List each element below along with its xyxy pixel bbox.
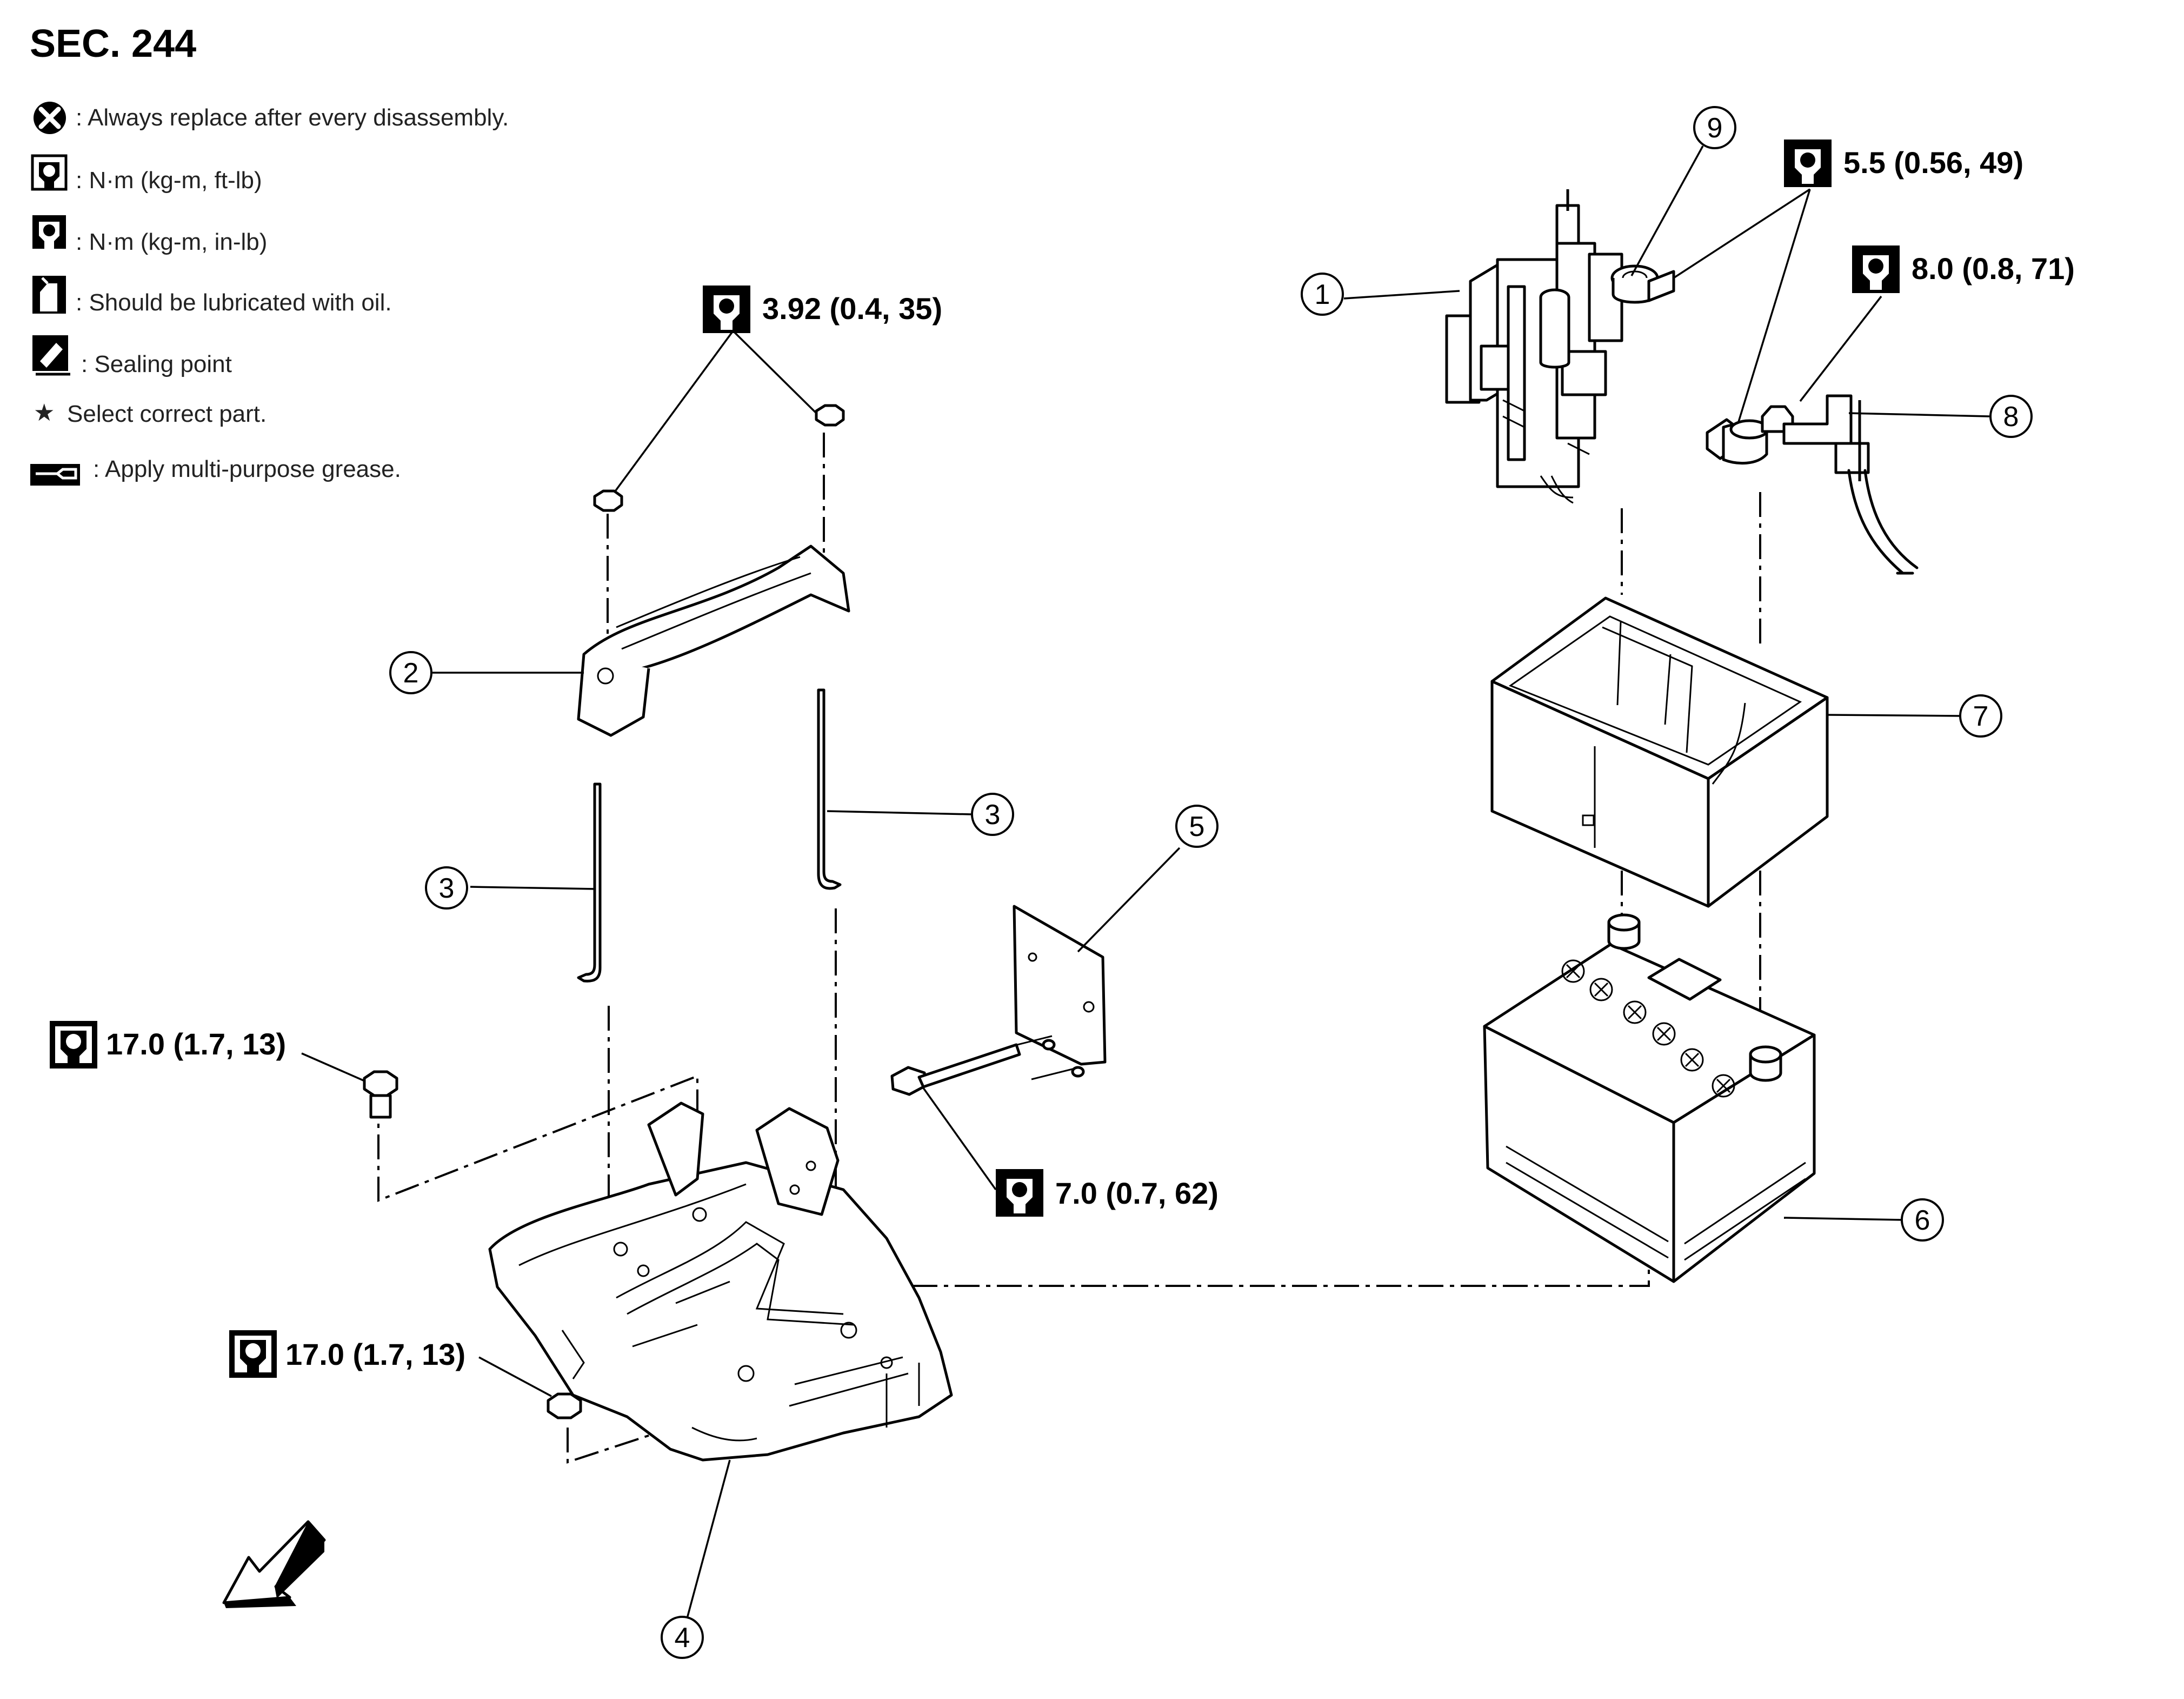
grease-icon xyxy=(30,464,80,486)
svg-text:5: 5 xyxy=(1189,811,1205,842)
battery-bracket-plate xyxy=(1008,905,1107,1080)
torque-ftlb-icon xyxy=(50,1021,97,1068)
torque-ftlb-icon xyxy=(229,1330,277,1378)
torque-label-bracket-nuts: 3.92 (0.4, 35) xyxy=(703,286,942,333)
torque-value: 17.0 (1.7, 13) xyxy=(106,1027,286,1061)
legend-text-inlb: : N·m (kg-m, in-lb) xyxy=(76,229,267,255)
callout-7: 7 xyxy=(1959,694,2002,738)
tray-nut xyxy=(547,1392,582,1419)
torque-value: 8.0 (0.8, 71) xyxy=(1912,251,2075,286)
callout-8: 8 xyxy=(1989,395,2033,438)
replace-icon xyxy=(34,102,66,134)
callouts: 1 9 8 7 6 5 3 3 xyxy=(389,106,2033,1659)
hold-down-rod-right xyxy=(817,688,842,890)
callout-3-right: 3 xyxy=(971,793,1014,836)
callout-2: 2 xyxy=(389,651,432,694)
callout-1: 1 xyxy=(1301,273,1344,316)
torque-label-bracket-bolt: 7.0 (0.7, 62) xyxy=(996,1169,1218,1217)
callout-9: 9 xyxy=(1693,106,1736,149)
torque-inlb-icon xyxy=(703,286,750,333)
callout-4: 4 xyxy=(661,1616,704,1659)
legend-text-sealing: : Sealing point xyxy=(81,351,232,377)
torque-ftlb-icon xyxy=(31,154,68,191)
callout-5: 5 xyxy=(1175,805,1218,848)
sealing-icon xyxy=(32,335,70,376)
bracket-nut-right xyxy=(815,404,845,427)
battery-cover xyxy=(1490,596,1829,908)
legend-text-oil: : Should be lubricated with oil. xyxy=(76,289,392,316)
torque-inlb-icon xyxy=(1852,245,1900,293)
svg-text:6: 6 xyxy=(1915,1205,1930,1236)
torque-value: 5.5 (0.56, 49) xyxy=(1843,145,2023,180)
tray-bolt xyxy=(363,1070,398,1119)
torque-label-negative-terminal: 8.0 (0.8, 71) xyxy=(1852,245,2075,293)
svg-text:7: 7 xyxy=(1973,701,1989,732)
svg-text:1: 1 xyxy=(1315,279,1330,310)
front-direction-arrow xyxy=(222,1520,326,1608)
battery-tray xyxy=(488,1101,953,1462)
torque-value: 17.0 (1.7, 13) xyxy=(285,1337,465,1371)
legend-text-star: Select correct part. xyxy=(67,401,267,427)
fusible-link-terminal-block xyxy=(1445,189,1675,504)
torque-value: 7.0 (0.7, 62) xyxy=(1055,1176,1218,1210)
legend-text-ftlb: : N·m (kg-m, ft-lb) xyxy=(76,167,262,194)
callout-6: 6 xyxy=(1901,1198,1944,1242)
svg-text:8: 8 xyxy=(2003,401,2019,433)
torque-inlb-icon xyxy=(996,1169,1043,1217)
hold-down-rod-left xyxy=(577,782,602,983)
svg-text:3: 3 xyxy=(985,799,1001,831)
legend: : Always replace after every disassembly… xyxy=(30,102,509,486)
section-title: SEC. 244 xyxy=(30,22,196,65)
torque-label-terminal-clamp: 5.5 (0.56, 49) xyxy=(1784,140,2023,187)
torque-inlb-icon xyxy=(32,215,66,249)
torque-leaders xyxy=(301,188,1882,1397)
bracket-bolt xyxy=(890,1043,1021,1096)
svg-text:4: 4 xyxy=(675,1622,690,1654)
bracket-nut-left xyxy=(593,489,623,512)
svg-text:9: 9 xyxy=(1707,112,1723,144)
svg-text:3: 3 xyxy=(439,873,455,904)
torque-label-tray-nut: 17.0 (1.7, 13) xyxy=(229,1330,465,1378)
star-icon: ★ xyxy=(34,400,55,426)
torque-inlb-icon xyxy=(1784,140,1832,187)
battery-frame xyxy=(577,545,850,737)
torque-value: 3.92 (0.4, 35) xyxy=(762,291,942,326)
negative-battery-cable xyxy=(1706,394,1919,575)
oil-can-icon xyxy=(32,276,66,314)
callout-3-left: 3 xyxy=(425,866,468,910)
battery xyxy=(1483,913,1816,1283)
svg-text:2: 2 xyxy=(403,658,419,689)
legend-text-grease: : Apply multi-purpose grease. xyxy=(93,456,401,482)
torque-label-tray-bolt: 17.0 (1.7, 13) xyxy=(50,1021,286,1068)
legend-text-replace: : Always replace after every disassembly… xyxy=(76,104,509,131)
